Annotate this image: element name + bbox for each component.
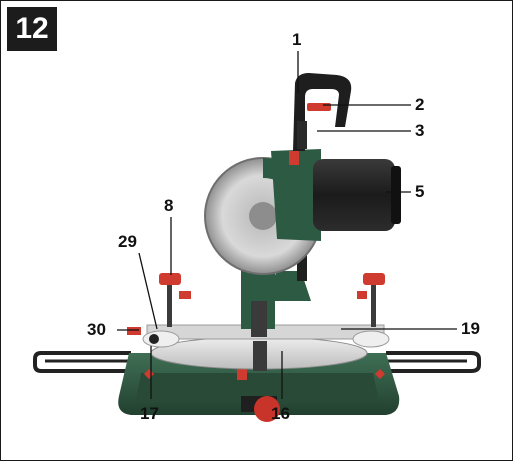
callout-label-8: 8 [164, 196, 174, 215]
saw-handle [293, 73, 352, 151]
callout-label-1: 1 [292, 30, 302, 49]
callout-label-30: 30 [87, 320, 106, 339]
extension-rails [33, 351, 481, 373]
figure-number-badge: 12 [7, 7, 57, 51]
table-lock-knob [254, 396, 280, 422]
callout-label-2: 2 [415, 95, 425, 114]
clamp-posts [127, 273, 385, 335]
callout-label-3: 3 [415, 121, 425, 140]
callout-label-17: 17 [140, 404, 159, 423]
callout-label-5: 5 [415, 182, 425, 201]
saw-base [118, 353, 400, 422]
leader-29 [138, 252, 158, 330]
callout-label-19: 19 [461, 319, 480, 338]
motor-housing [271, 149, 401, 241]
callout-label-16: 16 [271, 404, 290, 423]
callout-leaders [117, 51, 457, 399]
callout-label-29: 29 [118, 232, 137, 251]
